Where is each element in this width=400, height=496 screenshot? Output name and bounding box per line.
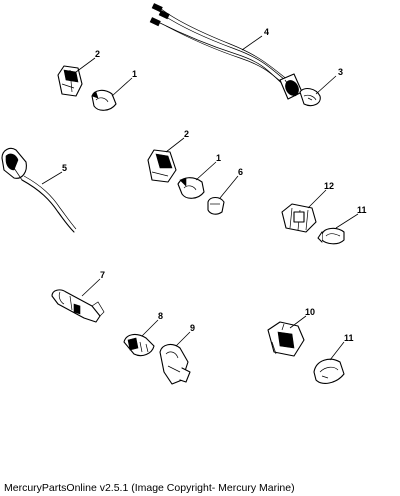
bulb-part-3 xyxy=(299,87,321,107)
callout-10: 10 xyxy=(305,307,315,317)
wedge-bulb-part-11-lower xyxy=(313,358,345,384)
bulb-part-1-middle xyxy=(177,177,205,199)
callout-8: 8 xyxy=(158,311,163,321)
callout-1-middle: 1 xyxy=(216,153,221,163)
callout-2-middle: 2 xyxy=(184,129,189,139)
leader-lines xyxy=(41,35,359,361)
socket-part-9 xyxy=(159,343,191,385)
callout-12: 12 xyxy=(324,181,334,191)
parts-diagram: 2 1 4 3 5 2 1 6 12 11 7 8 9 10 11 xyxy=(1,3,367,385)
wire-harness-part-4 xyxy=(149,3,303,100)
callout-3: 3 xyxy=(338,67,343,77)
callout-7: 7 xyxy=(100,270,105,280)
callout-11-lower: 11 xyxy=(344,333,354,343)
pigtail-socket-part-5 xyxy=(1,147,77,233)
callout-4: 4 xyxy=(264,27,269,37)
callout-1-upper: 1 xyxy=(132,69,137,79)
cap-part-6 xyxy=(207,196,225,215)
holder-part-10 xyxy=(267,321,305,357)
callout-5: 5 xyxy=(62,163,67,173)
callout-6: 6 xyxy=(238,167,243,177)
wedge-bulb-part-11-upper xyxy=(317,227,345,245)
socket-part-2-middle xyxy=(147,149,177,183)
bulb-part-1-upper xyxy=(91,89,117,111)
connector-part-7 xyxy=(51,289,105,323)
callout-11-upper: 11 xyxy=(357,205,367,215)
image-caption: MercuryPartsOnline v2.5.1 (Image Copyrig… xyxy=(4,482,295,494)
socket-part-2-upper xyxy=(57,65,83,97)
callout-9: 9 xyxy=(190,323,195,333)
callout-2-upper: 2 xyxy=(95,49,100,59)
bulb-part-8 xyxy=(123,333,155,357)
holder-part-12 xyxy=(281,203,317,233)
